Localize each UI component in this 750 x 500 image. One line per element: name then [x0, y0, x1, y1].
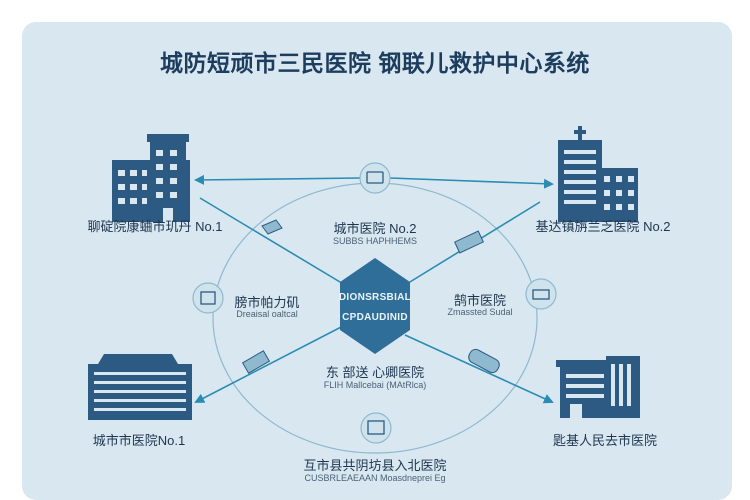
hub-line-1: DIONSRSBIAL — [338, 292, 412, 303]
left-node-circle — [192, 282, 224, 314]
capsule-icon — [468, 348, 500, 374]
right-node-circle — [525, 278, 557, 310]
bottom-node-circle — [360, 412, 392, 444]
link-top-right — [389, 177, 554, 189]
hub-line-2: CPDAUDINID — [342, 312, 408, 323]
node-sub-inner-right: Zmassted Sudal — [447, 307, 513, 317]
hospital-building-icon — [556, 356, 640, 418]
link-diag-bl — [194, 324, 346, 403]
ambulance-icon — [532, 289, 550, 300]
stretcher-icon — [454, 230, 484, 254]
node-sub-inner-top: SUBBS HAPHHEMS — [332, 236, 418, 246]
node-label-top-left: 聊碇院康蛐市玑丹 No.1 — [87, 219, 223, 234]
node-label-bottom-left: 城市市医院No.1 — [92, 433, 186, 448]
link-diag-br — [404, 334, 554, 404]
hospital-building-icon — [88, 354, 192, 420]
node-label-inner-bottom: 东 部送 心卿医院 — [325, 365, 425, 380]
clinic-icon — [200, 291, 216, 305]
link-top — [194, 174, 361, 185]
node-label-top-right: 基达镇旃兰乏医院 No.2 — [535, 219, 671, 234]
building-small-icon — [367, 420, 385, 435]
node-label-bottom-center: 互市县共阴坊县入北医院 — [303, 458, 447, 473]
hub-node — [340, 258, 410, 354]
inner-nodes — [192, 162, 557, 444]
hospital-building-icon — [558, 126, 638, 222]
node-sub-inner-left: Dreaisal oaltcal — [236, 309, 298, 319]
hub-label: DIONSRSBIAL CPDAUDINID — [330, 288, 420, 328]
node-sub-bottom-center: CUSBRLEAEAAN Moasdneprei Eg — [304, 473, 446, 483]
device-icons — [241, 219, 500, 374]
top-node-circle — [359, 162, 391, 194]
diagram-title: 城防短顽市三民医院 钢联儿救护中心系统 — [160, 50, 590, 76]
node-label-inner-right: 鹄市医院 — [453, 293, 506, 308]
node-sub-inner-bottom: FLIH Mallcebai (MAtRlca) — [323, 380, 427, 390]
vehicle-icon — [241, 350, 271, 374]
link-diag-tl — [199, 197, 346, 286]
node-label-inner-left: 膀市帕力矶 — [234, 295, 300, 310]
ambulance-icon — [261, 219, 283, 235]
monitor-icon — [366, 171, 384, 184]
hospital-building-icon — [112, 134, 190, 222]
node-label-inner-top: 城市医院 No.2 — [333, 221, 417, 236]
node-label-bottom-right: 匙基人民去市医院 — [552, 433, 657, 448]
